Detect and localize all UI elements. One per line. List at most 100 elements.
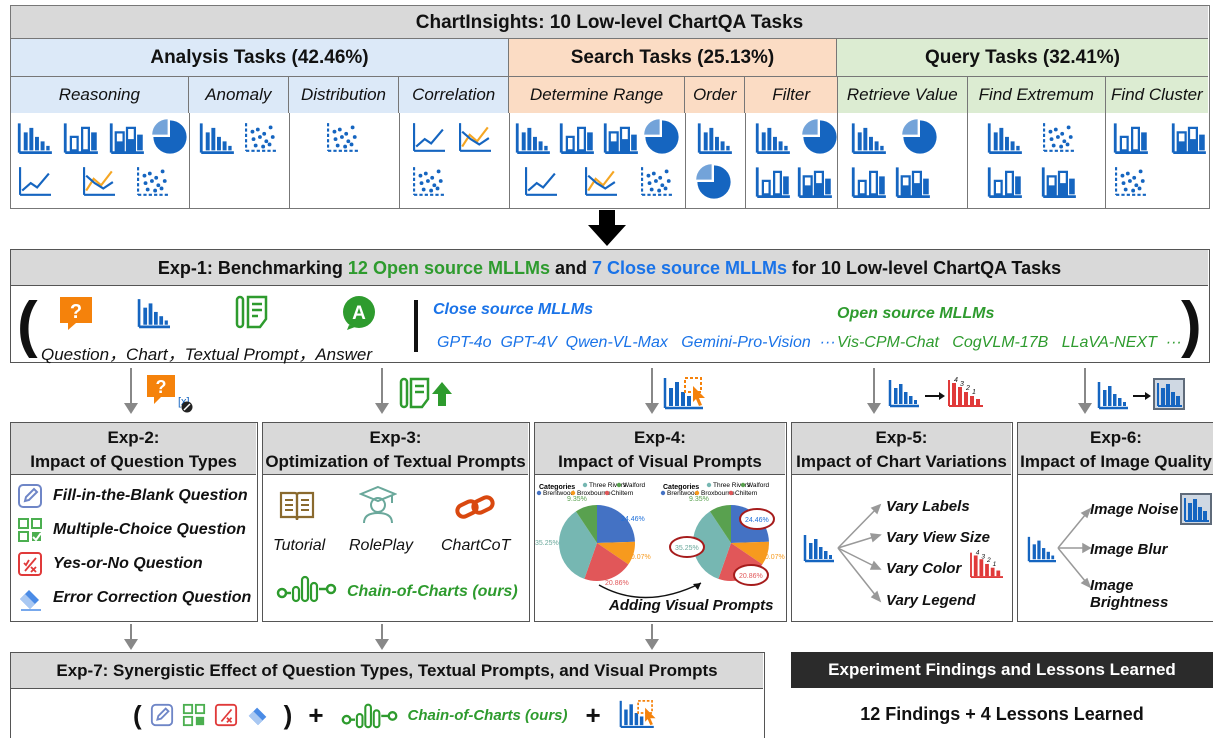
exp4-header: Exp-4:Impact of Visual Prompts xyxy=(535,423,785,475)
arrow-exp3 xyxy=(375,368,389,414)
stacked-bar-chart-icon xyxy=(1171,121,1207,160)
close-source-models: GPT-4o GPT-4V Qwen-VL-Max Gemini-Pro-Vis… xyxy=(437,334,836,351)
exp7-close-paren: ) xyxy=(283,699,293,730)
exp6-branches xyxy=(1057,507,1092,589)
image-noise: Image Noise xyxy=(1090,501,1179,518)
vary-view-size: Vary View Size xyxy=(886,529,990,546)
svg-text:1: 1 xyxy=(972,389,976,396)
right-paren: ) xyxy=(1181,290,1202,359)
pie-slice xyxy=(559,511,597,579)
svg-text:35.25%: 35.25% xyxy=(675,545,699,552)
pie-slice xyxy=(731,541,769,565)
svg-text:20.86%: 20.86% xyxy=(605,580,629,587)
exp4-box: Exp-4:Impact of Visual Prompts Categorie… xyxy=(534,422,787,622)
arrow-exp4 xyxy=(645,368,659,414)
task-retrieve-value: Retrieve Value xyxy=(837,76,968,113)
svg-text:Three Rivers: Three Rivers xyxy=(713,482,751,489)
chain-of-charts-icon xyxy=(340,700,400,730)
svg-text:Three Rivers: Three Rivers xyxy=(589,482,627,489)
arrow-exp2-to-exp7 xyxy=(124,624,138,650)
exp1-box: Exp-1: Benchmarking 12 Open source MLLMs… xyxy=(10,249,1210,364)
scatter-plot-icon xyxy=(135,165,171,202)
pencil-icon xyxy=(150,703,173,727)
stacked-bar-chart-icon xyxy=(1041,165,1077,204)
outlined-bar-chart-icon xyxy=(851,165,887,204)
multi-line-chart-icon xyxy=(457,121,493,158)
svg-text:20.86%: 20.86% xyxy=(739,573,763,580)
vary-labels: Vary Labels xyxy=(886,498,970,515)
list-item: Error Correction Question xyxy=(17,581,251,615)
visual-prompt-icon xyxy=(663,374,709,410)
vary-color: Vary Color xyxy=(886,560,962,577)
line-chart-icon xyxy=(411,121,447,158)
svg-text:24.46%: 24.46% xyxy=(621,516,645,523)
scatter-plot-icon xyxy=(243,121,279,158)
svg-text:Walford: Walford xyxy=(623,482,646,489)
plus-sign: + xyxy=(585,699,601,730)
scatter-plot-icon xyxy=(1113,165,1149,202)
svg-text:Chiltern: Chiltern xyxy=(735,490,758,497)
svg-text:?: ? xyxy=(156,377,167,397)
pie-slice xyxy=(597,505,635,543)
exp5-header: Exp-5:Impact of Chart Variations xyxy=(792,423,1011,475)
arrow-exp3-to-exp7 xyxy=(375,624,389,650)
svg-text:Broxbourne: Broxbourne xyxy=(577,490,611,497)
svg-text:10.07%: 10.07% xyxy=(761,554,785,561)
search-group-header: Search Tasks (25.13%) xyxy=(509,39,837,77)
answer-icon: A xyxy=(341,295,377,331)
svg-text:4: 4 xyxy=(954,377,958,384)
exp7-header: Exp-7: Synergistic Effect of Question Ty… xyxy=(11,653,763,689)
exp2-box: Exp-2:Impact of Question Types Fill-in-t… xyxy=(10,422,258,622)
outlined-bar-chart-icon xyxy=(755,165,791,204)
svg-text:4: 4 xyxy=(976,550,980,557)
scatter-plot-icon xyxy=(411,165,447,202)
svg-text:24.46%: 24.46% xyxy=(745,517,769,524)
divider-bar xyxy=(414,300,418,352)
findings-header: Experiment Findings and Lessons Learned xyxy=(791,652,1213,688)
outlined-bar-chart-icon xyxy=(1113,121,1149,160)
bar-chart-icon xyxy=(199,121,235,160)
task-reasoning: Reasoning xyxy=(11,76,189,113)
svg-text:2: 2 xyxy=(986,557,991,564)
scatter-plot-icon xyxy=(1041,121,1077,158)
pencil-icon xyxy=(18,484,42,508)
exp6-chart-icon xyxy=(1026,535,1058,563)
exp3-header: Exp-3:Optimization of Textual Prompts xyxy=(263,423,528,475)
pie-slice xyxy=(693,511,731,579)
svg-text:Walford: Walford xyxy=(747,482,770,489)
pie-slice xyxy=(709,505,731,543)
pie-slice xyxy=(597,541,635,565)
chain-of-charts-icon xyxy=(275,573,339,603)
pie-slice xyxy=(584,543,629,581)
exp1-header: Exp-1: Benchmarking 12 Open source MLLMs… xyxy=(11,250,1208,286)
svg-text:Brentwood: Brentwood xyxy=(543,490,574,497)
icon-area xyxy=(11,113,1208,208)
bar-chart-icon xyxy=(851,121,887,160)
svg-text:3: 3 xyxy=(960,381,964,388)
findings-text: 12 Findings + 4 Lessons Learned xyxy=(860,704,1144,724)
task-order: Order xyxy=(684,76,746,113)
input-labels: Question，Chart，Textual Prompt，Answer xyxy=(41,345,373,364)
vary-legend: Vary Legend xyxy=(886,592,976,609)
visual-prompt-icon xyxy=(619,697,665,733)
arrow-exp4-to-exp7 xyxy=(645,624,659,650)
findings-box: Experiment Findings and Lessons Learned … xyxy=(791,652,1213,738)
stacked-bar-chart-icon xyxy=(603,121,639,160)
svg-text:?: ? xyxy=(70,301,82,323)
task-anomaly: Anomaly xyxy=(188,76,289,113)
arrow-exp2 xyxy=(124,368,138,414)
chartcot-label: ChartCoT xyxy=(441,537,511,554)
outlined-bar-chart-icon xyxy=(987,165,1023,204)
arrow-exp6 xyxy=(1078,368,1092,414)
textual-prompt-icon xyxy=(234,294,274,330)
task-filter: Filter xyxy=(745,76,838,113)
bar-chart-icon xyxy=(17,121,53,160)
chart-icon xyxy=(136,297,172,329)
exp7-open-paren: ( xyxy=(133,699,142,730)
list-item: Yes-or-No Question xyxy=(17,547,251,581)
pie-chart-icon xyxy=(151,118,189,161)
pie-chart-icon xyxy=(801,118,839,161)
svg-text:A: A xyxy=(352,303,366,324)
pie-chart-icon xyxy=(901,118,939,161)
